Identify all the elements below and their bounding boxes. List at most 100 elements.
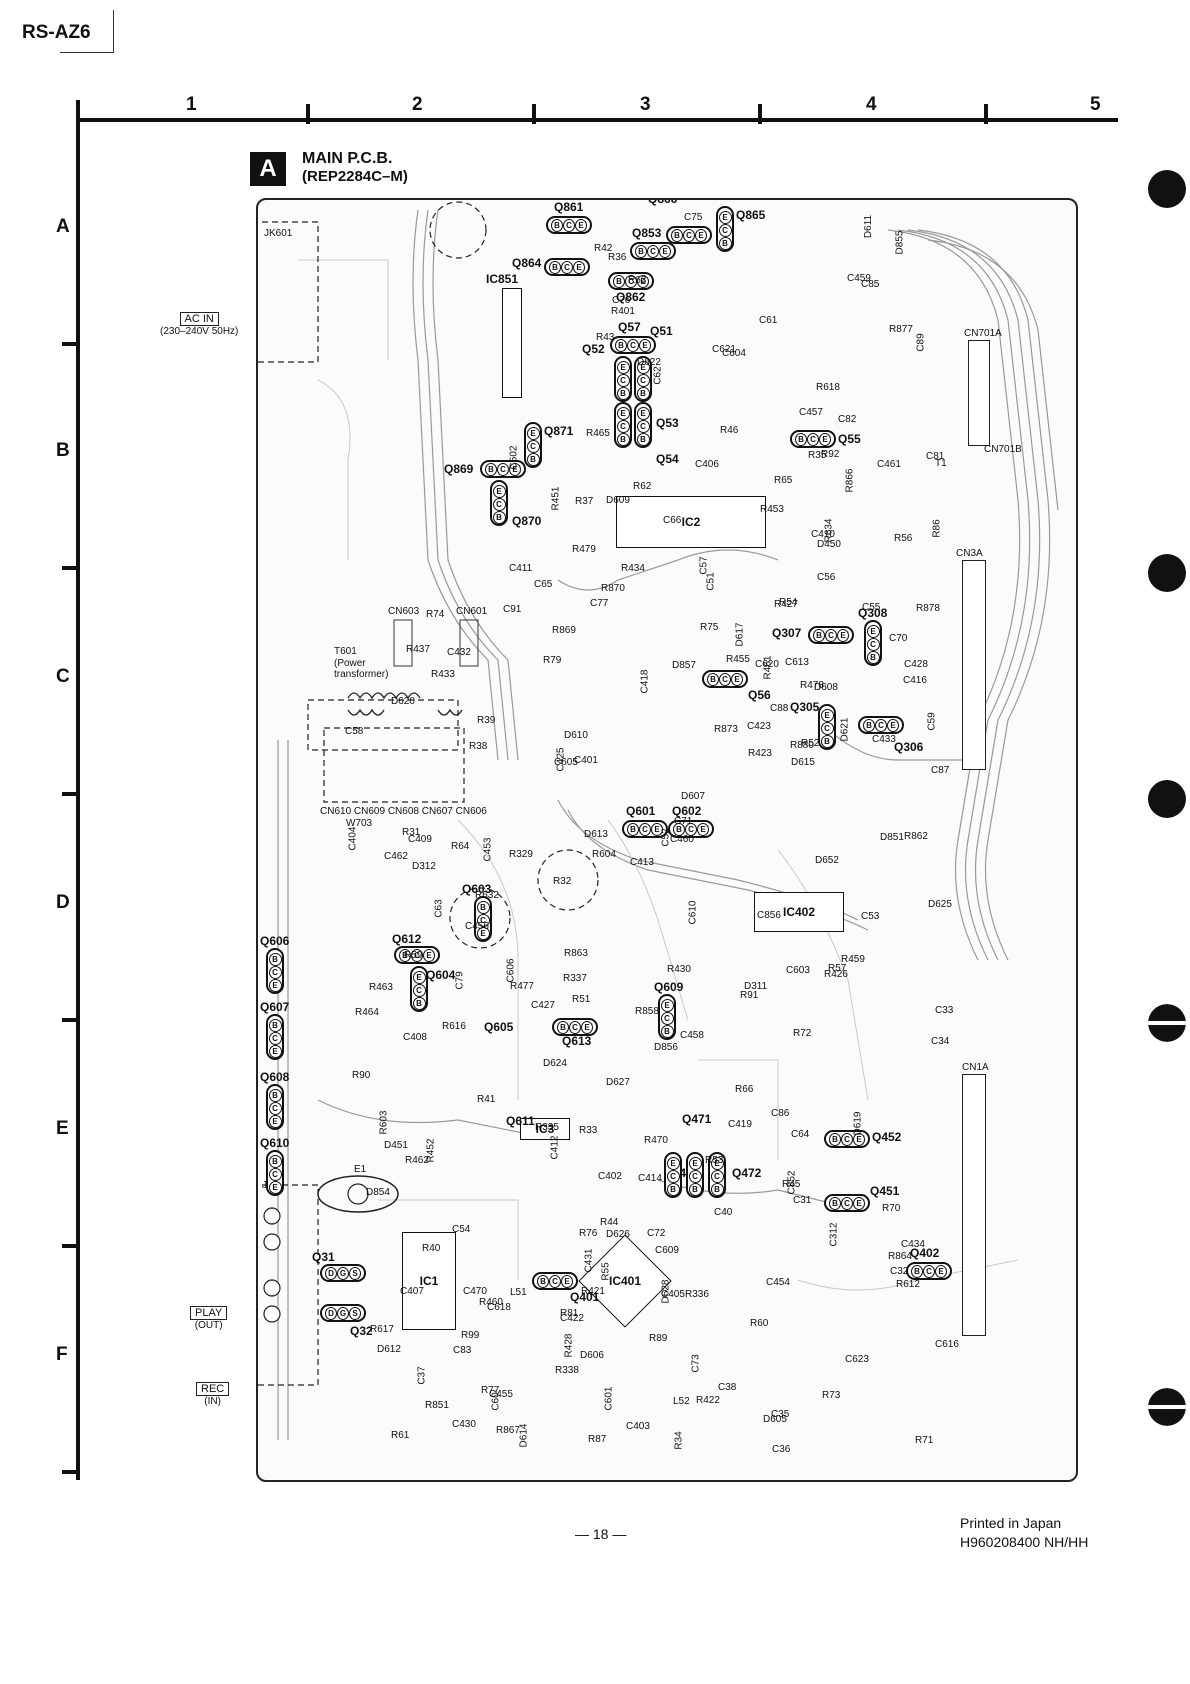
resistor-label: R31 xyxy=(402,827,421,838)
q602-label: Q602 xyxy=(672,804,702,818)
resistor-label: R337 xyxy=(563,973,587,984)
ic2-chip: IC2 xyxy=(616,496,766,548)
q308-label: Q308 xyxy=(858,606,888,620)
capacitor-label: C35 xyxy=(771,1409,790,1420)
grid-row-B: B xyxy=(56,440,70,461)
resistor-label: R465 xyxy=(586,428,610,439)
diode-label: D620 xyxy=(391,696,415,707)
resistor-label: R453 xyxy=(760,504,784,515)
resistor-label: R858 xyxy=(635,1006,659,1017)
diode-label: D628 xyxy=(660,1279,672,1304)
diode-label: D626 xyxy=(606,1229,630,1240)
resistor-label: R34 xyxy=(673,1431,685,1450)
printed-line-2: H960208400 NH/HH xyxy=(960,1534,1089,1550)
capacitor-label: C79 xyxy=(454,971,466,990)
q305-label: Q305 xyxy=(790,700,820,714)
resistor-label: R460 xyxy=(479,1297,503,1308)
capacitor-label: C75 xyxy=(684,212,703,223)
q31-label: Q31 xyxy=(312,1250,335,1264)
capacitor-label: C458 xyxy=(680,1030,704,1041)
diode-label: D608 xyxy=(814,682,838,693)
capacitor-label: C405 xyxy=(661,1289,685,1300)
diode-label: D610 xyxy=(564,730,588,741)
diode-label: D612 xyxy=(377,1344,401,1355)
play-label: PLAY xyxy=(190,1306,228,1320)
resistor-label: R89 xyxy=(649,1333,668,1344)
binding-hole xyxy=(1148,554,1186,592)
q451-label: Q451 xyxy=(870,1184,900,1198)
resistor-label: R70 xyxy=(882,1203,901,1214)
cn1a-connector xyxy=(962,1074,986,1336)
cn3a-connector xyxy=(962,560,986,770)
pcb-traces xyxy=(258,201,1059,1440)
grid-row-tick xyxy=(62,566,80,570)
e1-label: E1 xyxy=(354,1164,367,1175)
resistor-label: R73 xyxy=(822,1390,841,1401)
diode-label: D613 xyxy=(584,829,608,840)
capacitor-label: C856 xyxy=(757,910,781,921)
resistor-label: R66 xyxy=(735,1084,754,1095)
resistor-label: R37 xyxy=(575,496,594,507)
resistor-label: R616 xyxy=(442,1021,466,1032)
ic851-chip xyxy=(502,288,522,398)
capacitor-label: C462 xyxy=(384,851,408,862)
q865-label: Q865 xyxy=(736,208,766,222)
grid-row-tick xyxy=(62,1018,80,1022)
q55-label: Q55 xyxy=(838,432,861,446)
capacitor-label: C404 xyxy=(347,826,359,851)
resistor-label: R604 xyxy=(592,849,616,860)
q604-label: Q604 xyxy=(426,968,456,982)
q869-label: Q869 xyxy=(444,462,474,476)
capacitor-label: C73 xyxy=(690,1354,702,1373)
diode-label: D855 xyxy=(894,230,906,255)
q862-label: Q862 xyxy=(616,290,646,304)
cn603-label: CN603 xyxy=(388,606,420,617)
q853-label: Q853 xyxy=(632,226,662,240)
capacitor-label: C89 xyxy=(915,333,927,352)
resistor-label: R36 xyxy=(608,252,627,263)
capacitor-label: C63 xyxy=(433,899,445,918)
diode-label: D625 xyxy=(928,899,952,910)
resistor-label: R478 xyxy=(800,680,824,691)
q609-label: Q609 xyxy=(654,980,684,994)
capacitor-label: C71 xyxy=(674,816,693,827)
capacitor-label: C401 xyxy=(574,755,598,766)
capacitor-label: C414 xyxy=(638,1173,662,1184)
capacitor-label: C422 xyxy=(560,1313,584,1324)
grid-row-tick xyxy=(62,1244,80,1248)
capacitor-label: C454 xyxy=(766,1277,790,1288)
diode-label: D627 xyxy=(606,1077,630,1088)
capacitor-label: C603 xyxy=(786,965,810,976)
ic3-chip: IC3 xyxy=(520,1118,570,1140)
capacitor-label: C33 xyxy=(935,1005,954,1016)
resistor-label: R90 xyxy=(352,1070,371,1081)
cn601-label: CN601 xyxy=(456,606,488,617)
resistor-label: R866 xyxy=(844,468,856,493)
resistor-label: R64 xyxy=(451,841,470,852)
play-out-label: PLAY (OUT) xyxy=(190,1306,228,1331)
model-number: RS-AZ6 xyxy=(22,22,91,43)
q57-label: Q57 xyxy=(618,320,641,334)
resistor-label: R74 xyxy=(426,609,445,620)
resistor-label: R62 xyxy=(633,481,652,492)
diode-label: D857 xyxy=(672,660,696,671)
component-label: L51 xyxy=(510,1287,527,1298)
capacitor-label: C66 xyxy=(663,515,682,526)
diode-label: D617 xyxy=(734,622,746,647)
w703-label: W703 xyxy=(346,818,373,829)
capacitor-label: C82 xyxy=(838,414,857,425)
